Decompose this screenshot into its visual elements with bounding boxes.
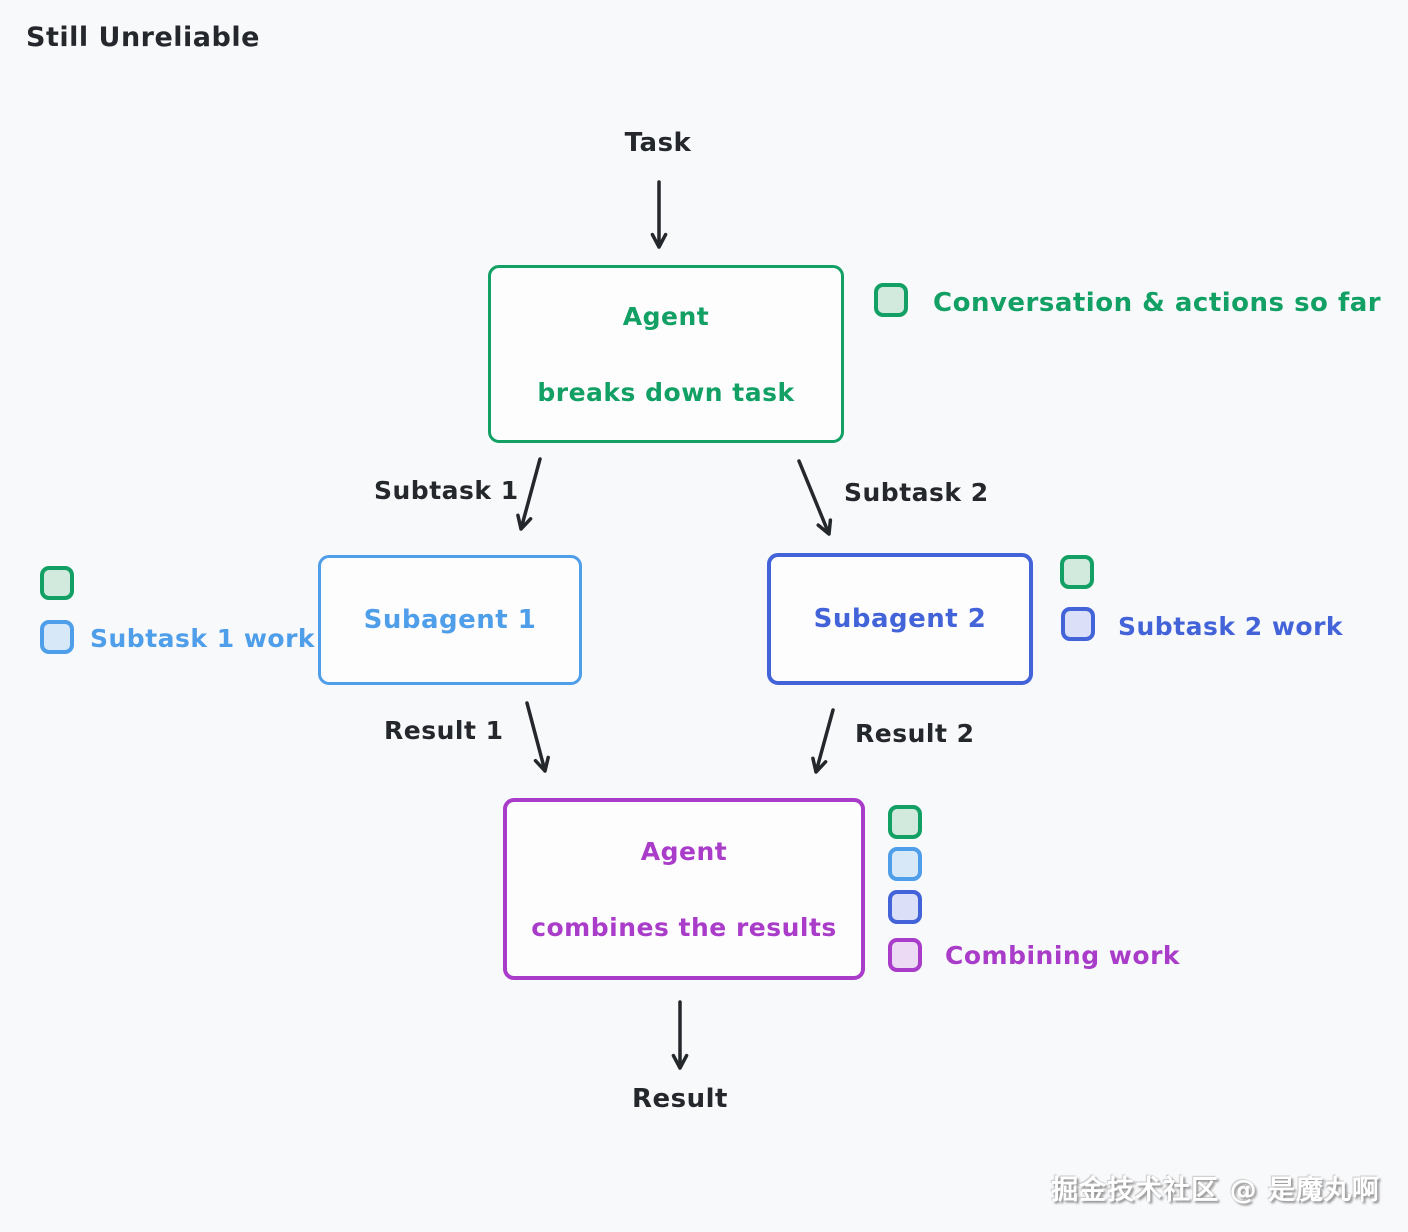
node-subagent2-label: Subagent 2: [813, 604, 987, 634]
watermark: 掘金技术社区 @ 是魔丸啊: [1051, 1175, 1380, 1206]
label-result: Result: [632, 1084, 728, 1114]
arrow-agent-to-subagent2: [797, 459, 833, 536]
label-result1: Result 1: [384, 716, 504, 745]
arrow-task-to-agent: [650, 180, 668, 249]
combining-legend-swatch-indigo: [888, 890, 922, 924]
diagram-title: Still Unreliable: [26, 22, 260, 53]
arrow-agent-to-subagent1: [516, 457, 542, 531]
node-agent-breakdown: Agent breaks down task: [488, 265, 844, 443]
combining-legend-swatch-green: [888, 805, 922, 839]
node-agent-breakdown-line2: breaks down task: [537, 377, 795, 407]
node-agent-combine: Agent combines the results: [503, 798, 865, 980]
subtask1-legend-swatch-green: [40, 566, 74, 600]
arrow-combine-to-result: [671, 1000, 689, 1070]
subtask2-legend-label: Subtask 2 work: [1118, 612, 1344, 641]
subtask1-legend-label: Subtask 1 work: [90, 624, 316, 653]
label-subtask2: Subtask 2: [844, 478, 989, 507]
combining-legend-swatch-blue: [888, 847, 922, 881]
subtask2-legend-swatch-green: [1060, 555, 1094, 589]
node-subagent1: Subagent 1: [318, 555, 582, 685]
conversation-legend-label: Conversation & actions so far: [933, 288, 1382, 318]
label-task: Task: [624, 128, 692, 158]
node-agent-combine-line2: combines the results: [531, 912, 837, 942]
label-subtask1: Subtask 1: [374, 476, 519, 505]
arrow-subagent2-to-combine: [811, 708, 835, 774]
subtask1-legend-swatch-blue: [40, 620, 74, 654]
subtask2-legend-swatch-indigo: [1061, 607, 1095, 641]
node-agent-combine-line1: Agent: [640, 836, 728, 866]
combining-legend-swatch-purple: [888, 938, 922, 972]
node-subagent1-label: Subagent 1: [363, 605, 537, 635]
arrow-subagent1-to-combine: [525, 701, 550, 773]
conversation-legend-swatch: [874, 283, 908, 317]
node-agent-breakdown-line1: Agent: [622, 301, 710, 331]
label-result2: Result 2: [855, 719, 975, 748]
combining-legend-label: Combining work: [945, 941, 1181, 970]
node-subagent2: Subagent 2: [767, 553, 1033, 685]
